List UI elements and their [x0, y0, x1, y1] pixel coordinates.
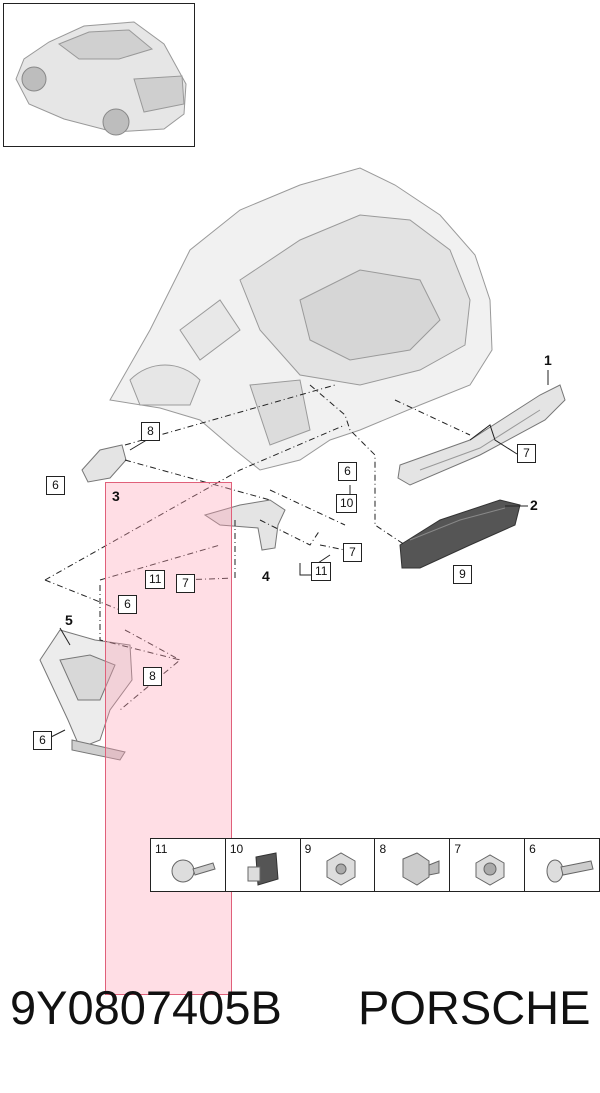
callout-11: 11: [145, 570, 166, 589]
fastener-number: 10: [229, 842, 244, 856]
screw-icon: [171, 859, 216, 883]
car-rear-body-illustration: [109, 167, 493, 471]
callout-9: 9: [453, 565, 472, 584]
part-2-illustration: [399, 499, 521, 569]
callout-8: 8: [143, 667, 162, 686]
fastener-number: 8: [379, 842, 387, 856]
leader-lines: [44, 384, 471, 711]
fastener-number: 9: [304, 842, 312, 856]
part-number-5: 5: [65, 612, 73, 628]
callout-10: 10: [336, 494, 358, 513]
callout-6: 6: [338, 462, 357, 481]
brand-label: PORSCHE: [358, 981, 591, 1034]
callout-6: 6: [118, 595, 137, 614]
part-number-1: 1: [544, 352, 552, 368]
callout-6: 6: [33, 731, 52, 750]
callout-7: 7: [517, 444, 536, 463]
fastener-number: 6: [529, 842, 536, 856]
fastener-cell: 10: [226, 839, 301, 891]
fastener-legend-table: 11 10 9 8 7 6: [150, 838, 600, 892]
bolt-icon: [546, 859, 594, 883]
part-5-illustration: [39, 629, 133, 761]
part-number-3: 3: [112, 488, 120, 504]
callout-7: 7: [343, 543, 362, 562]
part-number-4: 4: [262, 568, 270, 584]
fastener-cell: 11: [151, 839, 226, 891]
fastener-cell: 6: [525, 839, 599, 891]
part-1-illustration: [397, 384, 566, 486]
footer: 9Y0807405B PORSCHE: [10, 980, 600, 1050]
fastener-number: 11: [155, 842, 168, 856]
fastener-number: 7: [454, 842, 461, 856]
callout-8: 8: [141, 422, 160, 441]
fastener-cell: 9: [301, 839, 376, 891]
car-overview-illustration: [15, 21, 187, 136]
callout-11: 11: [311, 562, 332, 581]
callout-7: 7: [176, 574, 195, 593]
part-3-illustration: [81, 444, 127, 483]
fastener-cell: 8: [375, 839, 451, 891]
vehicle-overview-thumbnail: [3, 3, 195, 147]
part-number-2: 2: [530, 497, 538, 513]
part-number-label: 9Y0807405B: [10, 981, 282, 1034]
flange-nut-icon: [402, 852, 440, 886]
clip-nut-icon: [247, 852, 279, 886]
nut-icon: [326, 852, 356, 886]
callout-6: 6: [46, 476, 65, 495]
highlight-region: [105, 482, 232, 995]
fastener-cell: 7: [450, 839, 526, 891]
hex-nut-icon: [475, 854, 505, 886]
part-4-illustration: [203, 499, 286, 551]
